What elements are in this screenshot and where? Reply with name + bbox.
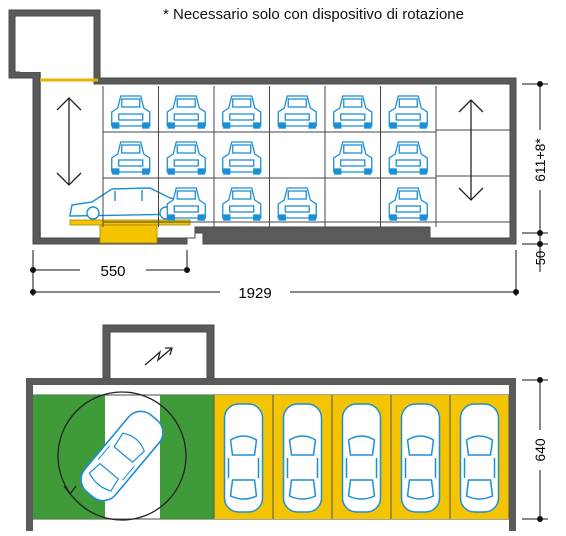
parked-car-front-icon <box>222 187 262 221</box>
parked-car-front-icon <box>166 187 206 221</box>
rotation-circle-icon <box>57 391 187 521</box>
dimension-550: 550 <box>100 263 125 280</box>
parked-car-front-icon <box>388 95 428 129</box>
turntable-field-left <box>33 395 105 519</box>
parked-car-front-icon <box>277 95 317 129</box>
plan-entry-wall <box>102 324 215 379</box>
section-view: 550 1929 611+8* 50 <box>8 9 548 302</box>
parked-cars <box>223 403 500 513</box>
plan-dimensions <box>522 377 548 522</box>
parked-car-front-icon <box>277 187 317 221</box>
parked-car-front-icon <box>388 141 428 175</box>
parked-car-front-icon <box>166 141 206 175</box>
parked-car-front-icon <box>111 95 151 129</box>
parked-car-front-icon <box>333 95 373 129</box>
parked-car-top-icon <box>341 403 382 513</box>
turntable-field-right <box>160 395 214 519</box>
footnote-text: * Necessario solo con dispositivo di rot… <box>163 6 464 23</box>
parked-car-top-icon <box>400 403 441 513</box>
entry-shaft <box>20 26 88 72</box>
vertical-double-arrow-icon <box>56 97 82 186</box>
dimension-611: 611+8* <box>532 138 548 182</box>
plan-view: 640 <box>26 324 548 531</box>
dimension-50: 50 <box>533 251 548 265</box>
storage-grid <box>102 86 510 227</box>
dimension-640: 640 <box>532 438 548 462</box>
section-dimensions <box>30 81 548 296</box>
bay-dividers <box>213 395 510 519</box>
parked-car-front-icon <box>111 141 151 175</box>
lift-base <box>99 224 158 244</box>
parked-car-front-icon <box>333 141 373 175</box>
parked-car-top-icon <box>459 403 500 513</box>
parked-car-front-icon <box>222 95 262 129</box>
vertical-double-arrow-icon <box>458 99 484 201</box>
rotating-car-icon <box>80 410 164 502</box>
parked-car-top-icon <box>282 403 323 513</box>
parked-car-top-icon <box>223 403 264 513</box>
dimension-1929: 1929 <box>238 285 271 302</box>
parked-car-front-icon <box>388 187 428 221</box>
lightning-arrow-icon <box>144 347 173 366</box>
parked-car-front-icon <box>166 95 206 129</box>
parked-car-front-icon <box>222 141 262 175</box>
